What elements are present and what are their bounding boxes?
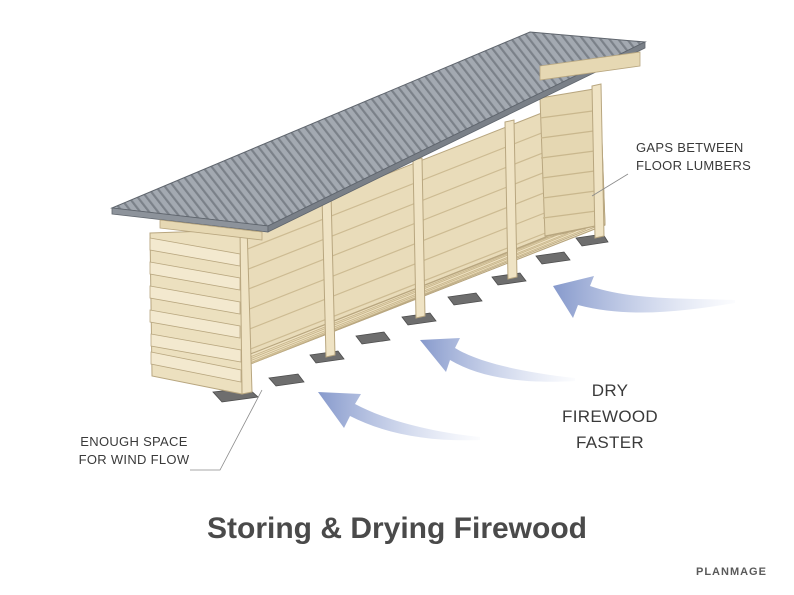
airflow-arrow-icon [420, 338, 575, 382]
callout-dry-faster-line2: FIREWOOD [562, 407, 658, 426]
leader-lines [190, 173, 629, 471]
callout-wind-space: ENOUGH SPACE FOR WIND FLOW [75, 433, 193, 469]
airflow-arrow-icon [318, 392, 480, 441]
airflow-arrows [318, 276, 735, 441]
right-side-wall [539, 87, 606, 237]
airflow-arrow-icon [553, 276, 735, 318]
post [591, 83, 605, 239]
callout-wind-space-line1: ENOUGH SPACE [80, 434, 188, 449]
callout-dry-faster-line1: DRY [591, 381, 629, 400]
callout-wind-space-line2: FOR WIND FLOW [78, 452, 190, 467]
corrugated-roof [110, 31, 647, 241]
concrete-block [268, 373, 305, 387]
concrete-block [447, 292, 483, 306]
callout-dry-faster-line3: FASTER [576, 433, 644, 452]
callout-floor-gaps: GAPS BETWEEN FLOOR LUMBERS [636, 139, 751, 175]
left-side-wall [149, 229, 243, 395]
front-posts [236, 83, 605, 395]
leader-line-wind-space [190, 389, 263, 471]
callout-floor-gaps-line2: FLOOR LUMBERS [636, 158, 752, 173]
concrete-block [535, 251, 571, 265]
concrete-block [355, 331, 391, 345]
post [504, 119, 518, 280]
planmage-logo: PLANMAGE [696, 566, 767, 578]
callout-floor-gaps-line1: GAPS BETWEEN [636, 140, 744, 155]
leader-line-floor-gaps [591, 173, 629, 197]
callout-dry-faster: DRY FIREWOOD FASTER [555, 378, 665, 456]
diagram-title: Storing & Drying Firewood [207, 512, 587, 545]
